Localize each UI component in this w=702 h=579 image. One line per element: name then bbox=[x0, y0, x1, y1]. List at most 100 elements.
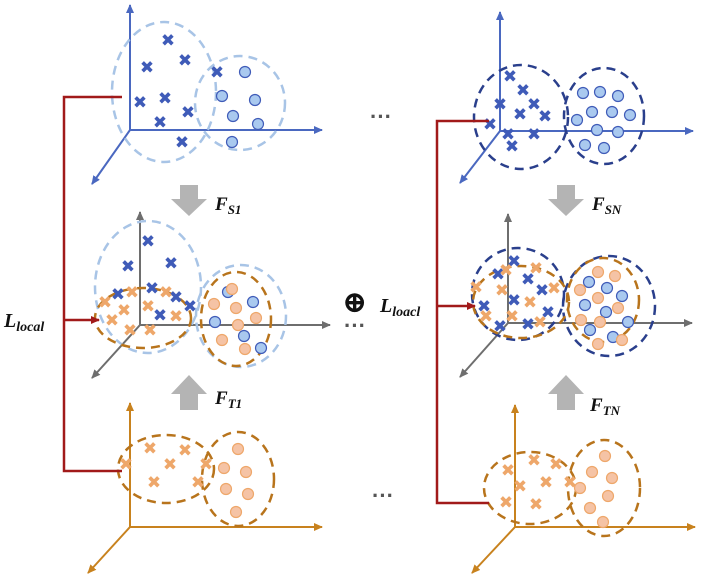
circle-marker bbox=[596, 515, 610, 529]
cross-marker: ✖ bbox=[117, 301, 131, 321]
circle-marker bbox=[574, 313, 588, 327]
circle-marker bbox=[573, 283, 587, 297]
cross-marker: ✖ bbox=[493, 317, 507, 337]
circle-marker bbox=[590, 123, 604, 137]
cross-marker: ✖ bbox=[527, 451, 541, 471]
circle-marker bbox=[585, 105, 599, 119]
circle-marker bbox=[254, 341, 268, 355]
circle-marker bbox=[611, 301, 625, 315]
cross-marker: ✖ bbox=[119, 455, 133, 475]
cross-marker: ✖ bbox=[505, 137, 519, 157]
circle-marker bbox=[219, 482, 233, 496]
cross-marker: ✖ bbox=[505, 307, 519, 327]
circle-marker bbox=[208, 315, 222, 329]
circle-marker bbox=[611, 89, 625, 103]
cross-marker: ✖ bbox=[159, 283, 173, 303]
cross-marker: ✖ bbox=[158, 89, 172, 109]
circle-marker bbox=[597, 141, 611, 155]
circle-marker bbox=[585, 465, 599, 479]
cross-marker: ✖ bbox=[541, 303, 555, 323]
cross-marker: ✖ bbox=[169, 288, 183, 308]
aligned-domain-n-plot: ✖✖✖ ✖✖✖ ✖✖✖ ✖✖✖ ✖✖✖ ✖✖✖ bbox=[459, 213, 693, 378]
cross-marker: ✖ bbox=[153, 113, 167, 133]
cross-marker: ✖ bbox=[499, 261, 513, 281]
svg-text:FS1: FS1 bbox=[214, 194, 241, 217]
circle-marker bbox=[226, 109, 240, 123]
loss-connector-left: Llocal bbox=[2, 95, 122, 473]
cross-marker: ✖ bbox=[111, 285, 125, 305]
cross-marker: ✖ bbox=[477, 297, 491, 317]
circle-marker bbox=[570, 113, 584, 127]
circle-marker bbox=[591, 337, 605, 351]
cross-marker: ✖ bbox=[501, 461, 515, 481]
cross-marker: ✖ bbox=[491, 265, 505, 285]
cross-marker: ✖ bbox=[183, 297, 197, 317]
aligned-domain-1-plot: ✖✖✖ ✖✖✖ ✖✖ ✖✖✖ ✖✖✖ ✖✖✖ bbox=[91, 211, 331, 379]
cross-marker: ✖ bbox=[105, 311, 119, 331]
circle-marker bbox=[621, 315, 635, 329]
cross-marker: ✖ bbox=[529, 495, 543, 515]
circle-marker bbox=[598, 449, 612, 463]
circle-marker bbox=[578, 298, 592, 312]
circle-marker bbox=[237, 329, 251, 343]
circle-marker bbox=[231, 442, 245, 456]
cross-marker: ✖ bbox=[178, 51, 192, 71]
cross-marker: ✖ bbox=[549, 455, 563, 475]
cross-marker: ✖ bbox=[499, 493, 513, 513]
cross-marker: ✖ bbox=[495, 281, 509, 301]
circle-marker bbox=[611, 125, 625, 139]
cross-marker: ✖ bbox=[141, 232, 155, 252]
cross-marker: ✖ bbox=[191, 473, 205, 493]
cross-marker: ✖ bbox=[125, 283, 139, 303]
ellipsis-middle: ··· bbox=[344, 313, 366, 338]
cross-marker: ✖ bbox=[469, 278, 483, 298]
source-domain-n-plot: ✖✖✖ ✖✖✖ ✖✖✖ ✖ bbox=[459, 11, 694, 184]
target-domain-1-plot: ✖✖✖ ✖✖✖ ✖ bbox=[87, 402, 323, 574]
cross-marker: ✖ bbox=[563, 473, 577, 493]
cross-marker: ✖ bbox=[181, 103, 195, 123]
cross-marker: ✖ bbox=[169, 307, 183, 327]
cross-marker: ✖ bbox=[143, 321, 157, 341]
ellipsis-top: ··· bbox=[370, 104, 392, 129]
cross-marker: ✖ bbox=[161, 31, 175, 51]
cross-marker: ✖ bbox=[178, 441, 192, 461]
circle-marker bbox=[605, 471, 619, 485]
cross-marker: ✖ bbox=[513, 105, 527, 125]
cross-marker: ✖ bbox=[210, 63, 224, 83]
cross-marker: ✖ bbox=[141, 297, 155, 317]
svg-text:Llocal: Llocal bbox=[3, 310, 44, 335]
circle-marker bbox=[599, 305, 613, 319]
cross-marker: ✖ bbox=[163, 455, 177, 475]
circle-marker bbox=[583, 323, 597, 337]
cross-marker: ✖ bbox=[521, 315, 535, 335]
loss-label-middle: Lloacl bbox=[379, 295, 420, 320]
circle-marker bbox=[225, 135, 239, 149]
cross-marker: ✖ bbox=[503, 67, 517, 87]
circle-marker bbox=[582, 275, 596, 289]
circle-marker bbox=[583, 501, 597, 515]
cross-marker: ✖ bbox=[153, 306, 167, 326]
svg-text:FT1: FT1 bbox=[214, 388, 242, 411]
transform-arrow-ft1: FT1 bbox=[171, 375, 242, 411]
circle-marker bbox=[608, 269, 622, 283]
transform-arrow-fs1: FS1 bbox=[171, 185, 241, 217]
oplus-symbol: ⊕ bbox=[342, 286, 367, 319]
cross-marker: ✖ bbox=[98, 293, 112, 313]
circle-marker bbox=[207, 297, 221, 311]
cross-marker: ✖ bbox=[479, 307, 493, 327]
cross-marker: ✖ bbox=[516, 81, 530, 101]
circle-marker bbox=[241, 487, 255, 501]
circle-marker bbox=[231, 318, 245, 332]
cross-marker: ✖ bbox=[521, 270, 535, 290]
circle-marker bbox=[217, 461, 231, 475]
transform-arrow-ftn: FTN bbox=[548, 375, 621, 418]
cross-marker: ✖ bbox=[143, 439, 157, 459]
svg-text:FSN: FSN bbox=[591, 194, 622, 217]
circle-marker bbox=[593, 85, 607, 99]
cross-marker: ✖ bbox=[483, 115, 497, 135]
circle-marker bbox=[225, 282, 239, 296]
circle-marker bbox=[591, 291, 605, 305]
circle-marker bbox=[615, 289, 629, 303]
cross-marker: ✖ bbox=[533, 313, 547, 333]
cross-marker: ✖ bbox=[527, 125, 541, 145]
